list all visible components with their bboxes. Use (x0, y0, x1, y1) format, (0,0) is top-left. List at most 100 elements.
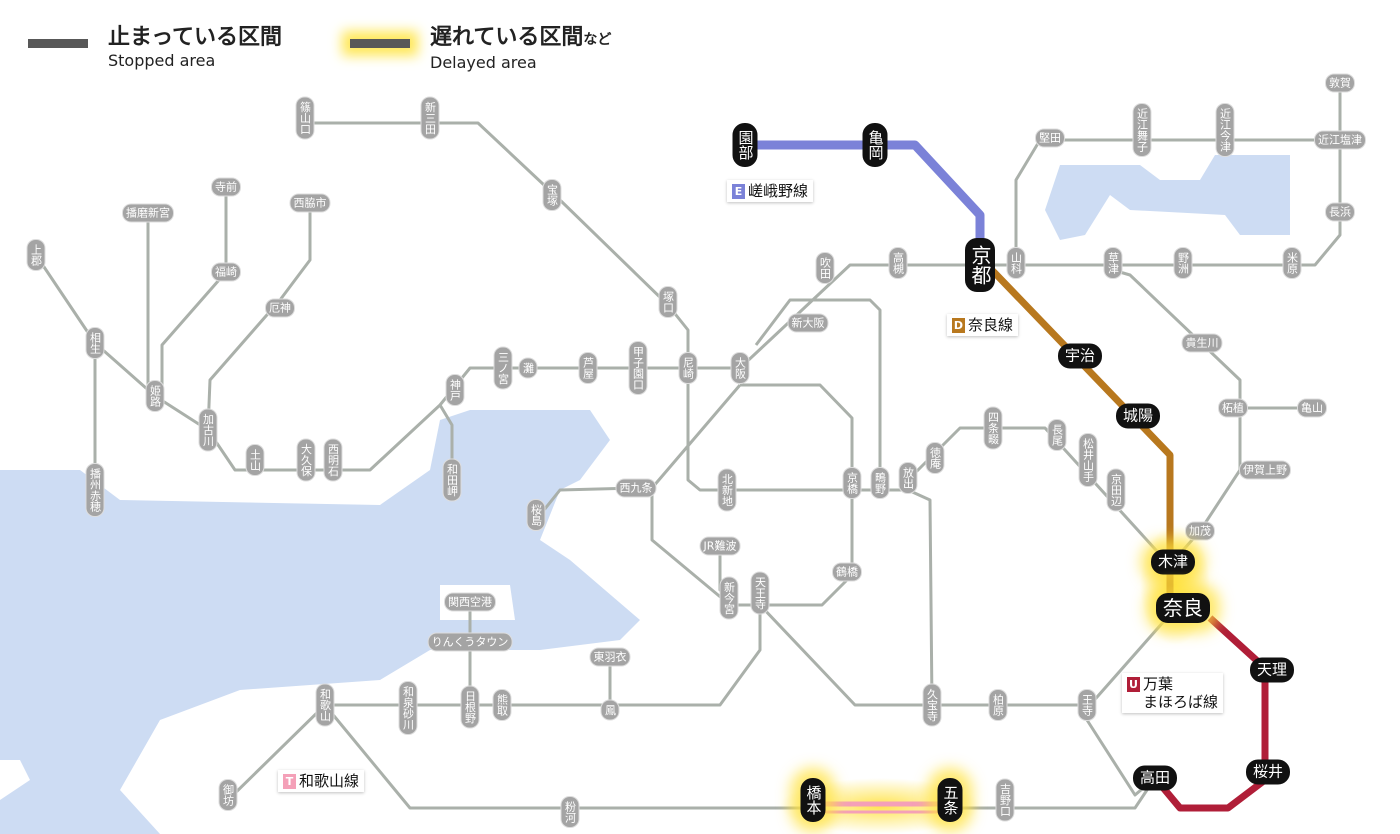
station-normal[interactable]: 鳳 (600, 699, 620, 721)
station-normal[interactable]: 西明石 (323, 438, 343, 482)
station-normal[interactable]: 久宝寺 (922, 683, 942, 727)
stopped-swatch (28, 39, 88, 48)
station-normal[interactable]: 加茂 (1185, 521, 1215, 541)
station-normal[interactable]: 長尾 (1047, 419, 1067, 451)
legend-stopped-ja: 止まっている区間 (108, 25, 283, 50)
station-stopped[interactable]: 城陽 (1115, 403, 1161, 429)
station-normal[interactable]: 王寺 (1077, 689, 1097, 721)
station-normal[interactable]: 近江塩津 (1314, 130, 1366, 150)
station-normal[interactable]: 灘 (518, 357, 538, 379)
line-name: 和歌山線 (299, 772, 360, 790)
station-normal[interactable]: 近江舞子 (1132, 103, 1152, 157)
station-normal[interactable]: りんくうタウン (427, 632, 513, 652)
station-normal[interactable]: 三ノ宮 (493, 346, 513, 390)
station-normal[interactable]: 京田辺 (1106, 468, 1126, 512)
station-stopped[interactable]: 京都 (965, 238, 995, 292)
station-normal[interactable]: 新三田 (420, 96, 440, 140)
station-normal[interactable]: 粉河 (560, 796, 580, 828)
station-delayed[interactable]: 橋本 (800, 778, 826, 822)
legend-delayed-suffix: など (583, 32, 612, 48)
station-normal[interactable]: 亀山 (1297, 398, 1327, 418)
station-normal[interactable]: 熊取 (492, 689, 512, 721)
station-normal[interactable]: 篠山口 (295, 96, 315, 140)
station-normal[interactable]: 吹田 (815, 252, 835, 284)
station-normal[interactable]: 東羽衣 (589, 647, 631, 667)
station-normal[interactable]: 貴生川 (1181, 333, 1223, 353)
station-normal[interactable]: 鴫野 (870, 467, 890, 499)
station-normal[interactable]: 和田岬 (442, 458, 462, 502)
station-stopped[interactable]: 園部 (732, 123, 758, 167)
station-normal[interactable]: 京橋 (842, 467, 862, 499)
station-normal[interactable]: 姫路 (145, 380, 165, 412)
station-normal[interactable]: 甲子園口 (628, 341, 648, 395)
station-normal[interactable]: 米原 (1282, 247, 1302, 279)
station-normal[interactable]: 徳庵 (925, 442, 945, 474)
station-normal[interactable]: 寺前 (211, 177, 241, 197)
station-normal[interactable]: 桜島 (526, 499, 546, 531)
legend-delayed-en: Delayed area (430, 53, 537, 72)
station-normal[interactable]: 野洲 (1173, 247, 1193, 279)
station-stopped[interactable]: 亀岡 (862, 123, 888, 167)
station-normal[interactable]: 宝塚 (542, 179, 562, 211)
station-normal[interactable]: 柘植 (1218, 398, 1248, 418)
station-normal[interactable]: 加古川 (198, 408, 218, 452)
station-normal[interactable]: 堅田 (1035, 128, 1065, 148)
station-normal[interactable]: 日根野 (460, 685, 480, 729)
station-normal[interactable]: 和泉砂川 (398, 681, 418, 735)
station-normal[interactable]: 吉野口 (995, 778, 1015, 822)
station-normal[interactable]: 播州赤穂 (85, 463, 105, 517)
line-name-2: まほろば線 (1143, 693, 1219, 711)
station-normal[interactable]: 天王寺 (750, 571, 770, 615)
station-normal[interactable]: 播磨新宮 (122, 203, 174, 223)
station-normal[interactable]: 長浜 (1325, 202, 1355, 222)
station-normal[interactable]: 四条畷 (983, 406, 1003, 450)
station-normal[interactable]: 北新地 (717, 468, 737, 512)
station-normal[interactable]: 関西空港 (444, 592, 496, 612)
line-code-d: D (952, 318, 965, 333)
line-name: 嵯峨野線 (748, 182, 809, 200)
station-normal[interactable]: 芦屋 (578, 352, 598, 384)
station-normal[interactable]: 近江今津 (1215, 103, 1235, 157)
line-name: 万葉 (1143, 675, 1174, 693)
station-normal[interactable]: 松井山手 (1078, 433, 1098, 487)
delayed-swatch (350, 39, 410, 48)
station-stopped[interactable]: 高田 (1132, 765, 1178, 791)
station-normal[interactable]: 上郡 (26, 239, 46, 271)
station-normal[interactable]: 土山 (245, 444, 265, 476)
station-normal[interactable]: 大久保 (296, 438, 316, 482)
station-normal[interactable]: 相生 (85, 327, 105, 359)
station-stopped[interactable]: 宇治 (1057, 343, 1103, 369)
station-normal[interactable]: 柏原 (988, 689, 1008, 721)
station-normal[interactable]: 塚口 (658, 286, 678, 318)
station-delayed[interactable]: 五条 (937, 778, 963, 822)
station-normal[interactable]: 神戸 (445, 374, 465, 406)
station-delayed[interactable]: 木津 (1150, 549, 1196, 575)
sagano-line[interactable] (745, 140, 985, 260)
station-normal[interactable]: 高槻 (888, 247, 908, 279)
station-normal[interactable]: 厄神 (265, 298, 295, 318)
station-normal[interactable]: 鶴橋 (832, 562, 862, 582)
station-normal[interactable]: 福崎 (211, 262, 241, 282)
station-normal[interactable]: 草津 (1103, 247, 1123, 279)
station-normal[interactable]: 山科 (1006, 247, 1026, 279)
station-stopped[interactable]: 天理 (1249, 657, 1295, 683)
line-name: 奈良線 (968, 316, 1014, 334)
station-stopped[interactable]: 桜井 (1245, 759, 1291, 785)
station-normal[interactable]: 和歌山 (315, 683, 335, 727)
station-normal[interactable]: 御坊 (218, 779, 238, 811)
station-normal[interactable]: 西脇市 (289, 193, 331, 213)
station-normal[interactable]: 新大阪 (787, 313, 829, 333)
station-normal[interactable]: 尼崎 (678, 352, 698, 384)
station-normal[interactable]: 新今宮 (719, 576, 739, 620)
station-normal[interactable]: 伊賀上野 (1239, 460, 1291, 480)
station-normal[interactable]: 西九条 (615, 478, 657, 498)
station-normal[interactable]: 敦賀 (1325, 73, 1355, 93)
station-normal[interactable]: 大阪 (730, 352, 750, 384)
station-delayed[interactable]: 奈良 (1156, 593, 1210, 623)
station-normal[interactable]: JR難波 (699, 536, 741, 556)
station-normal[interactable]: 放出 (898, 462, 918, 494)
